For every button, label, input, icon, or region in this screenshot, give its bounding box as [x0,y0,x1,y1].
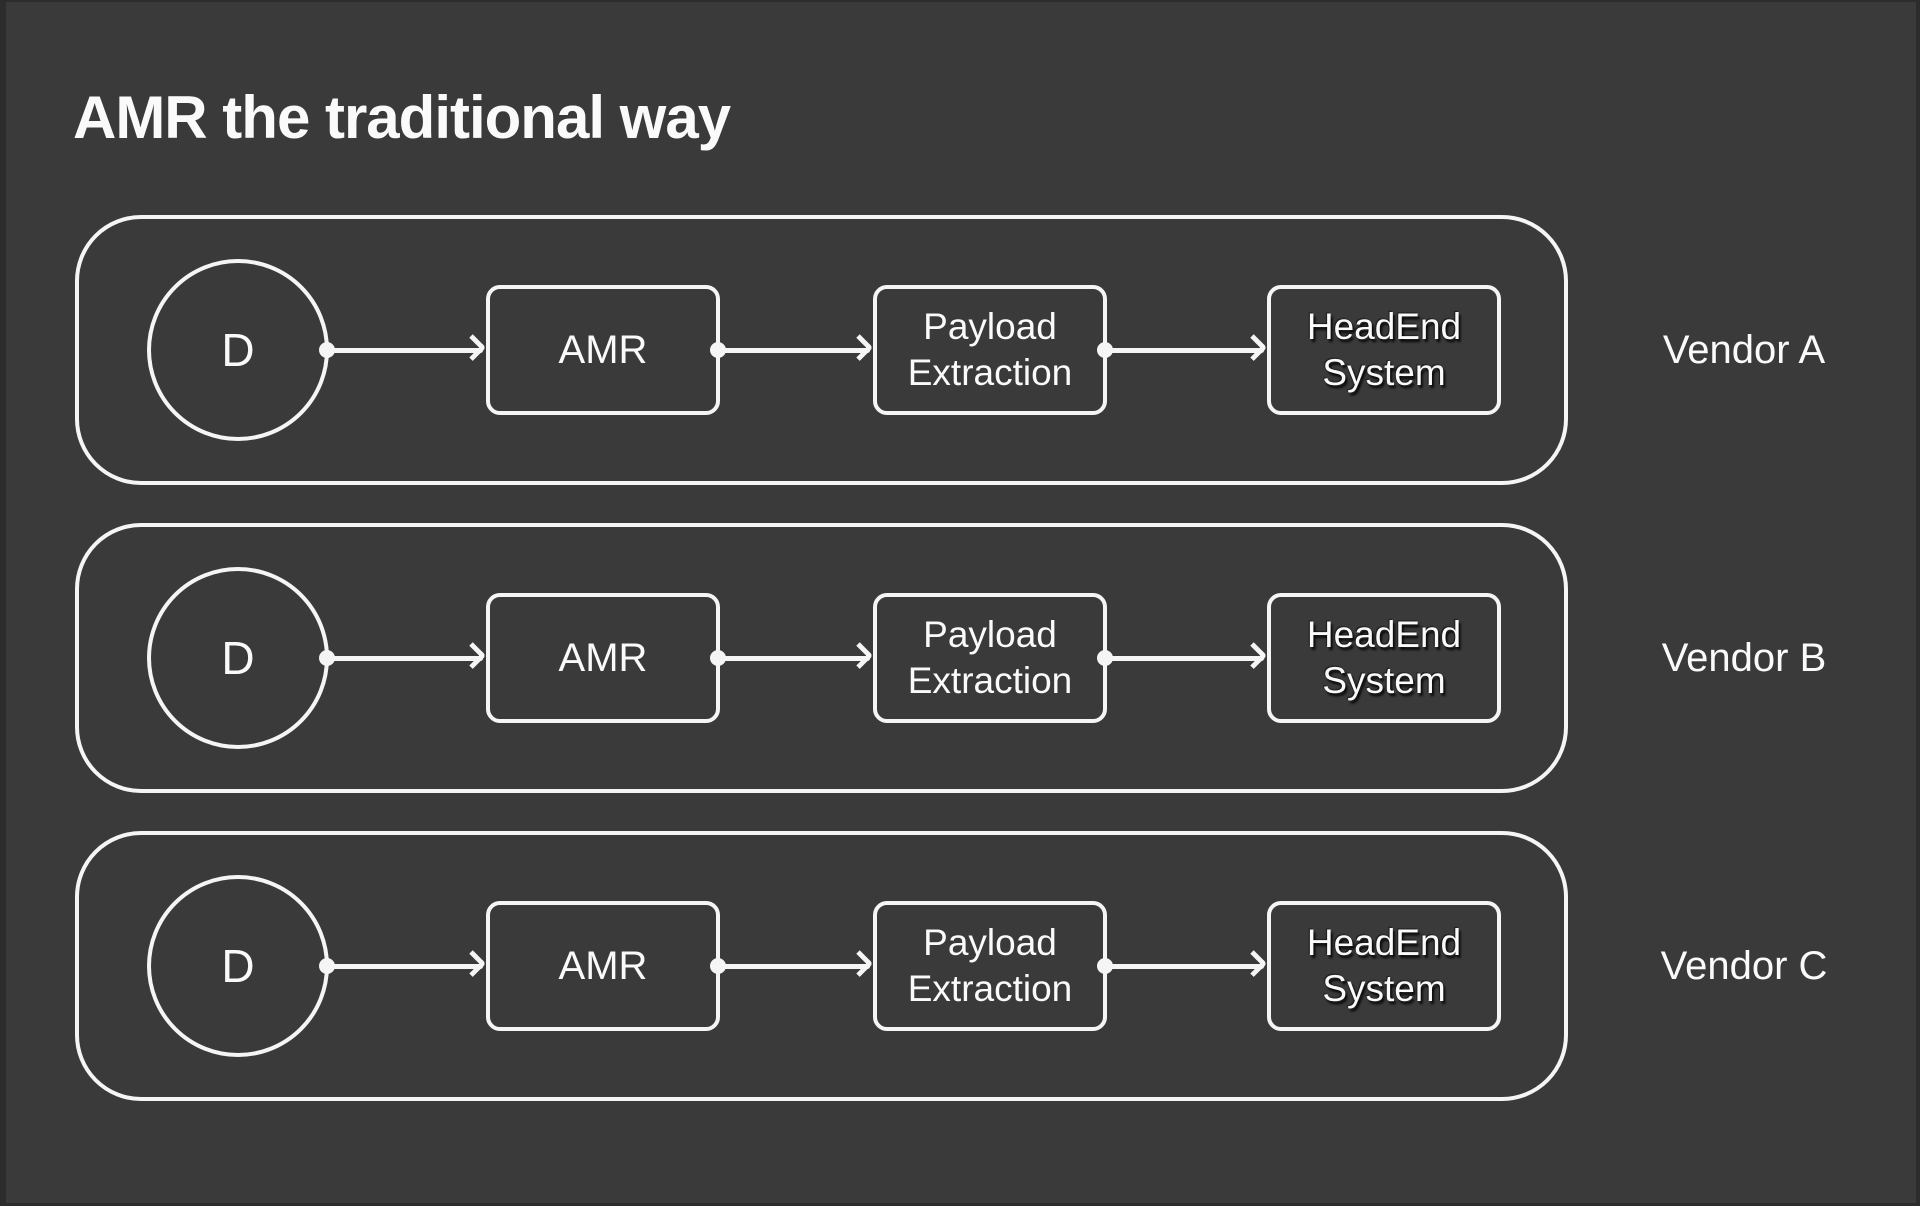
connector-payload-to-headend [1097,328,1268,372]
headend-system-node: HeadEnd System [1267,593,1501,723]
payload-extraction-node: Payload Extraction [873,285,1107,415]
payload-extraction-node: Payload Extraction [873,901,1107,1031]
headend-system-node: HeadEnd System [1267,901,1501,1031]
arrow-line [720,656,870,661]
vendor-label: Vendor B [1661,635,1827,680]
connector-amr-to-payload [710,328,874,372]
vendor-lane-container: D AMR Payload Extraction [75,831,1568,1101]
connection-dot [1097,958,1113,974]
arrow-line [1107,348,1264,353]
arrowhead-icon [459,950,487,978]
device-node-label: D [221,632,255,684]
vendor-lane-container: D AMR Payload Extraction [75,523,1568,793]
device-node: D [147,567,329,749]
vendor-flow-row: D AMR Payload Extraction [75,215,1920,485]
vendor-label: Vendor C [1660,943,1828,988]
amr-node: AMR [486,901,720,1031]
connection-dot [1097,342,1113,358]
connection-dot [710,342,726,358]
vendor-lane-container: D AMR Payload Extraction [75,215,1568,485]
headend-system-node-label: HeadEnd System [1306,921,1462,1009]
connection-dot [1097,650,1113,666]
arrow-line [329,964,483,969]
arrowhead-icon [1240,950,1268,978]
payload-extraction-node-label: Payload Extraction [907,613,1073,701]
headend-system-node: HeadEnd System [1267,285,1501,415]
arrow-line [1107,656,1264,661]
headend-system-node-label: HeadEnd System [1306,305,1462,393]
device-node: D [147,259,329,441]
device-node: D [147,875,329,1057]
arrow-line [1107,964,1264,969]
connection-dot [319,958,335,974]
vendor-flow-row: D AMR Payload Extraction [75,523,1920,793]
arrow-line [329,656,483,661]
page-title: AMR the traditional way [73,84,731,151]
connection-dot [319,650,335,666]
payload-extraction-node-label: Payload Extraction [907,921,1073,1009]
arrowhead-icon [1240,334,1268,362]
arrowhead-icon [846,334,874,362]
arrow-line [720,348,870,353]
amr-node-label: AMR [558,636,648,680]
arrow-line [329,348,483,353]
connection-dot [319,342,335,358]
connection-dot [710,650,726,666]
headend-system-node-label: HeadEnd System [1306,613,1462,701]
connector-device-to-amr [319,944,487,988]
payload-extraction-node-label: Payload Extraction [907,305,1073,393]
connector-payload-to-headend [1097,944,1268,988]
vendor-rows: D AMR Payload Extraction [75,215,1920,1101]
arrowhead-icon [1240,642,1268,670]
connector-device-to-amr [319,636,487,680]
arrowhead-icon [459,334,487,362]
vendor-flow-row: D AMR Payload Extraction [75,831,1920,1101]
amr-node: AMR [486,285,720,415]
connector-payload-to-headend [1097,636,1268,680]
device-node-label: D [221,324,255,376]
connector-device-to-amr [319,328,487,372]
vendor-label: Vendor A [1662,327,1826,372]
arrowhead-icon [459,642,487,670]
amr-node-label: AMR [558,328,648,372]
arrowhead-icon [846,642,874,670]
arrowhead-icon [846,950,874,978]
arrow-line [720,964,870,969]
amr-node: AMR [486,593,720,723]
connection-dot [710,958,726,974]
device-node-label: D [221,940,255,992]
connector-amr-to-payload [710,636,874,680]
payload-extraction-node: Payload Extraction [873,593,1107,723]
connector-amr-to-payload [710,944,874,988]
amr-node-label: AMR [558,944,648,988]
